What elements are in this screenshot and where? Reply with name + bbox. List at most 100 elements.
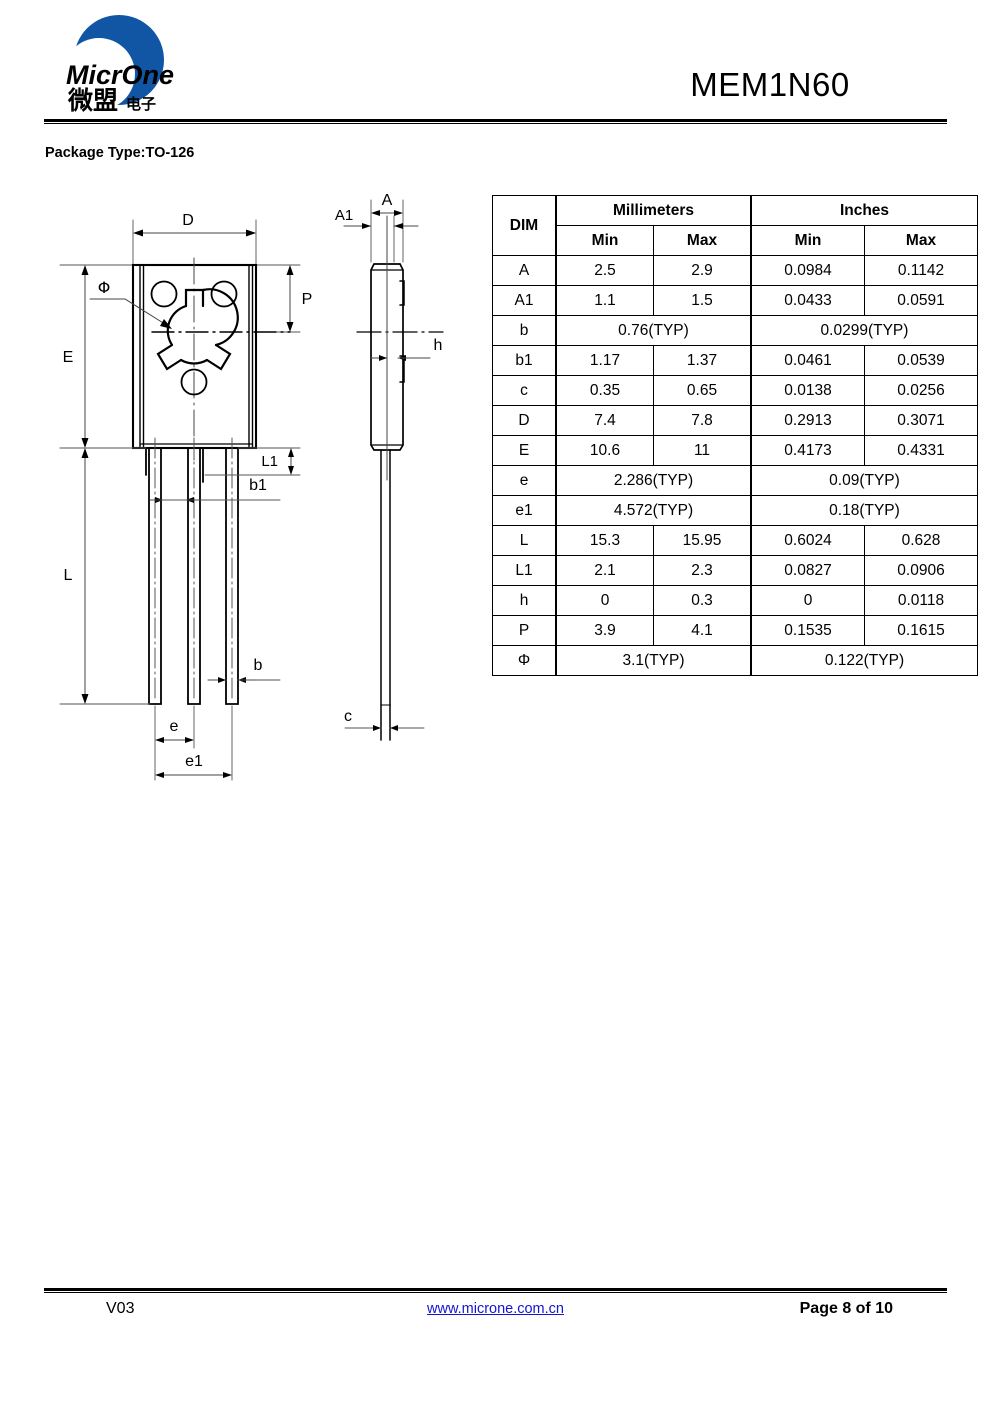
- dim-label-c: c: [344, 708, 352, 725]
- cell-in-min: 0.2913: [750, 405, 865, 436]
- cell-in-max: 0.4331: [864, 435, 978, 466]
- cell-mm-max: 15.95: [653, 525, 752, 556]
- cell-mm-max: 11: [653, 435, 752, 466]
- cell-dim: h: [492, 585, 557, 616]
- dim-e1: [155, 772, 232, 778]
- dim-label-L1: L1: [261, 453, 278, 470]
- cell-in-max: 0.0118: [864, 585, 978, 616]
- footer-version: V03: [106, 1300, 135, 1317]
- dim-label-P: P: [302, 291, 313, 308]
- cell-dim: b: [492, 315, 557, 346]
- header-divider: [44, 119, 947, 125]
- dim-label-e: e: [170, 718, 179, 735]
- table-header-row-2: Min Max Min Max: [493, 225, 978, 256]
- package-outline-drawing: D E P: [0, 180, 480, 810]
- dim-label-e1: e1: [185, 753, 203, 770]
- body-indent-bottom: [180, 368, 208, 396]
- cell-in-min: 0.6024: [750, 525, 865, 556]
- cell-in-max: 0.628: [864, 525, 978, 556]
- cell-in-min: 0.0138: [750, 375, 865, 406]
- dim-b1: [149, 497, 201, 503]
- cell-dim: L: [492, 525, 557, 556]
- dim-label-A: A: [382, 192, 393, 209]
- col-mm-min: Min: [555, 225, 654, 256]
- cell-mm-min: 0: [555, 585, 654, 616]
- logo-svg: MicrOne 微盟 电子: [63, 15, 174, 115]
- cell-in-max: 0.1142: [864, 255, 978, 286]
- col-inches: Inches: [750, 195, 978, 226]
- cell-mm-min: 10.6: [555, 435, 654, 466]
- dim-D: [133, 229, 256, 237]
- cell-in-max: 0.0591: [864, 285, 978, 316]
- cell-in-typ: 0.122(TYP): [750, 645, 978, 676]
- cell-mm-max: 0.3: [653, 585, 752, 616]
- dim-P: [286, 265, 294, 332]
- cell-in-typ: 0.0299(TYP): [750, 315, 978, 346]
- package-drawing-svg: D E P: [59, 192, 444, 781]
- cell-dim: A1: [492, 285, 557, 316]
- cell-mm-min: 3.9: [555, 615, 654, 646]
- logo-wordmark-cn-small: 电子: [126, 95, 156, 112]
- dim-b: [207, 677, 257, 683]
- dim-A: [371, 210, 403, 216]
- cell-dim: b1: [492, 345, 557, 376]
- cell-in-max: 0.0539: [864, 345, 978, 376]
- cell-in-max: 0.1615: [864, 615, 978, 646]
- cell-in-max: 0.3071: [864, 405, 978, 436]
- col-in-min: Min: [750, 225, 865, 256]
- cell-mm-typ: 0.76(TYP): [555, 315, 752, 346]
- logo-wordmark-latin: MicrOne: [66, 60, 174, 90]
- dimension-table: DIM Millimeters Inches Min Max Min Max A…: [492, 195, 978, 676]
- dim-label-A1: A1: [335, 207, 353, 224]
- table-header-row-1: DIM Millimeters Inches: [492, 195, 978, 256]
- footer-divider: [44, 1288, 947, 1294]
- cell-in-typ: 0.09(TYP): [750, 465, 978, 496]
- dim-label-b: b: [254, 657, 263, 674]
- cell-mm-typ: 2.286(TYP): [555, 465, 752, 496]
- cell-mm-min: 7.4: [555, 405, 654, 436]
- package-type-label: Package Type:TO-126: [45, 145, 195, 161]
- cell-in-max: 0.0256: [864, 375, 978, 406]
- cell-dim: L1: [492, 555, 557, 586]
- side-view-lead: [380, 449, 391, 741]
- dim-label-h: h: [434, 337, 443, 354]
- cell-dim: c: [492, 375, 557, 406]
- cell-mm-min: 15.3: [555, 525, 654, 556]
- cell-mm-min: 1.1: [555, 285, 654, 316]
- cell-mm-max: 1.5: [653, 285, 752, 316]
- logo-wordmark-cn: 微盟: [67, 86, 118, 112]
- dimension-table-head: DIM Millimeters Inches Min Max Min Max: [492, 195, 978, 256]
- cell-in-min: 0: [750, 585, 865, 616]
- cell-mm-max: 0.65: [653, 375, 752, 406]
- footer-website-link[interactable]: www.microne.com.cn: [427, 1301, 564, 1317]
- cell-dim: Φ: [492, 645, 557, 676]
- cell-mm-min: 2.5: [555, 255, 654, 286]
- dim-h: [370, 355, 431, 361]
- cell-mm-max: 7.8: [653, 405, 752, 436]
- cell-mm-min: 1.17: [555, 345, 654, 376]
- cell-in-max: 0.0906: [864, 555, 978, 586]
- cell-dim: E: [492, 435, 557, 466]
- cell-in-min: 0.0461: [750, 345, 865, 376]
- col-millimeters: Millimeters: [555, 195, 752, 226]
- side-view-h-step: [399, 280, 405, 383]
- cell-mm-max: 2.9: [653, 255, 752, 286]
- body-indent-left: [150, 280, 178, 308]
- cell-mm-typ: 4.572(TYP): [555, 495, 752, 526]
- cell-in-min: 0.0984: [750, 255, 865, 286]
- dim-L: [81, 448, 89, 704]
- dim-label-b1: b1: [249, 477, 267, 494]
- col-mm-max: Max: [653, 225, 752, 256]
